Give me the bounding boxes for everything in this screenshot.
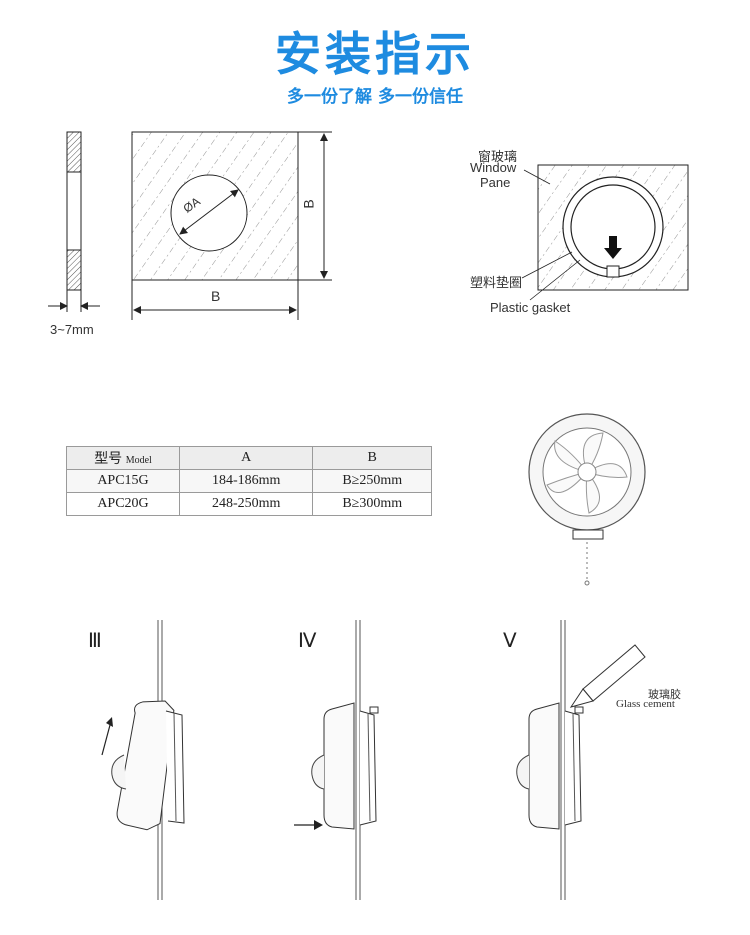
step-3-label: Ⅲ [88,630,102,652]
table-row: APC15G 184-186mm B≥250mm [66,469,432,493]
glass-cutout-diagram [48,131,332,320]
glass-cement-label-cn: 玻璃胶 [648,688,681,701]
cell-b: B≥300mm [312,492,432,516]
step-5-label: Ⅴ [503,630,517,652]
step-5-drawing [516,620,646,900]
cell-b: B≥250mm [312,469,432,493]
cell-a: 248-250mm [178,492,314,516]
fan-front-view [528,413,646,586]
width-b-label: B [211,288,221,304]
gasket-label-en: Plastic gasket [490,300,571,315]
step-3-drawing [101,620,185,900]
header-model-en: Model [125,455,152,466]
thickness-label: 3~7mm [50,322,94,337]
cell-model: APC15G [66,469,180,493]
cell-model: APC20G [66,492,180,516]
step-4-label: Ⅳ [298,630,317,652]
glass-cement-label-en: Glass cement [616,698,675,710]
cell-a: 184-186mm [178,469,314,493]
spec-table: 型号 Model A B APC15G 184-186mm B≥250mm AP… [66,446,432,516]
table-header-row: 型号 Model A B [66,446,432,470]
pane-label-en-1: Window [470,160,517,175]
fan-blades-icon [546,432,628,514]
pane-label-cn: 窗玻璃 [478,150,518,165]
gasket-diagram [521,164,689,301]
glue-gun-icon [569,644,646,708]
step-4-drawing [294,620,379,900]
header-b: B [312,446,432,470]
glass-pane-with-hole [131,131,332,320]
header-model: 型号 Model [66,446,180,470]
gasket-label-cn: 塑料垫圈 [470,276,523,291]
table-row: APC20G 248-250mm B≥300mm [66,492,432,516]
header-model-cn: 型号 [94,452,123,467]
glass-thickness-section [48,131,100,312]
page-title: 安装指示 [275,27,475,81]
page-subtitle: 多一份了解 多一份信任 [287,87,463,107]
header-a: A [178,446,314,470]
pane-label-en-2: Pane [480,175,511,190]
height-b-label: B [300,199,317,209]
